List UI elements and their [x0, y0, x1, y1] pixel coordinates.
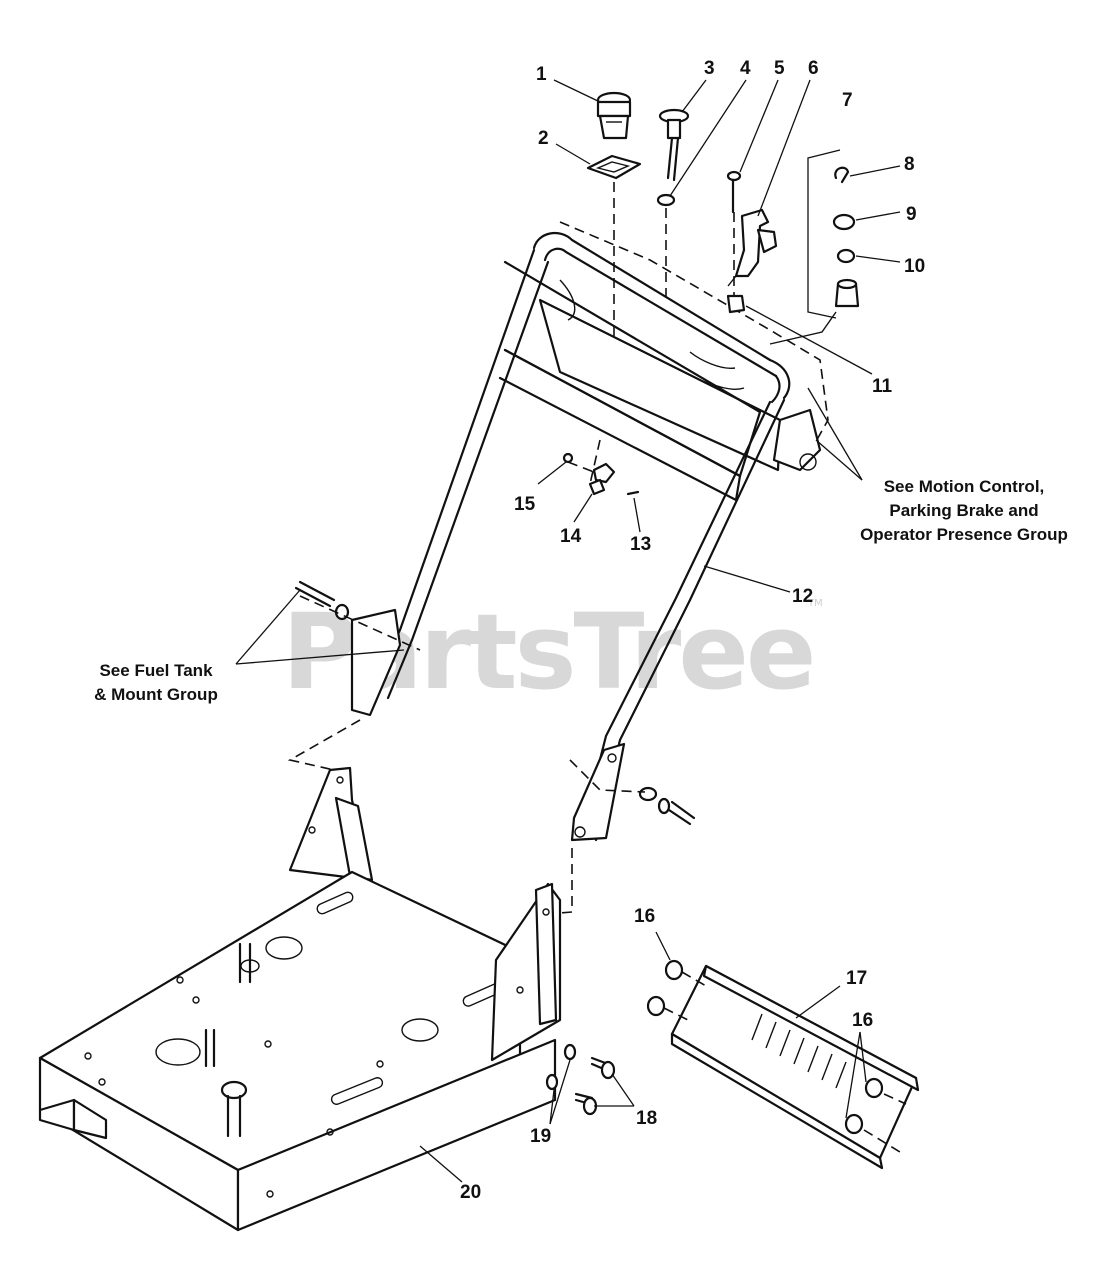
part-18-bolts	[574, 1056, 616, 1116]
callout-15: 15	[514, 494, 536, 515]
part-14-bracket	[588, 462, 616, 496]
note-motion-control: See Motion Control, Parking Brake and Op…	[860, 477, 1068, 544]
callout-14: 14	[560, 526, 582, 547]
note-fuel-tank-line-1: See Fuel Tank	[99, 661, 213, 680]
callout-18: 18	[636, 1108, 657, 1129]
callout-8: 8	[904, 154, 915, 175]
callout-9: 9	[906, 204, 917, 225]
callout-16-top: 16	[634, 906, 655, 927]
note-motion-control-line-1: See Motion Control,	[884, 477, 1045, 496]
callout-labels: 1 2 3 4 5 6 7 8 9 10 11 12 13 14 15 16 1…	[460, 58, 925, 1203]
callout-4: 4	[740, 58, 751, 79]
fuel-tank-bolt	[294, 580, 421, 651]
part-7-group	[769, 149, 841, 345]
part-15-washer	[562, 452, 574, 464]
part-13-screw	[626, 490, 640, 496]
callout-3: 3	[704, 58, 715, 79]
part-19-washers	[545, 1043, 577, 1091]
callout-10: 10	[904, 256, 925, 277]
part-10-bushing	[836, 248, 856, 264]
callout-13: 13	[630, 534, 651, 555]
part-5-bolt	[726, 170, 742, 214]
callout-20: 20	[460, 1182, 481, 1203]
note-fuel-tank-line-2: & Mount Group	[94, 685, 218, 704]
part-8-clip	[834, 166, 850, 184]
part-1-switch	[596, 91, 632, 140]
part-9-washer	[832, 213, 856, 231]
handle-bolt-lower	[569, 759, 696, 826]
callout-19: 19	[530, 1126, 551, 1147]
callout-1: 1	[536, 64, 547, 85]
callout-5: 5	[774, 58, 785, 79]
callout-12: 12	[792, 586, 813, 607]
note-fuel-tank: See Fuel Tank & Mount Group	[94, 661, 218, 704]
callout-16-right: 16	[852, 1010, 873, 1031]
part-16-bumpers	[646, 959, 907, 1153]
watermark-tm: TM	[807, 598, 823, 609]
part-11-nut	[726, 294, 746, 314]
callout-2: 2	[538, 128, 549, 149]
callout-7: 7	[842, 90, 853, 111]
part-2-pad	[586, 154, 642, 180]
callout-6: 6	[808, 58, 819, 79]
handle-frame	[350, 221, 829, 842]
part-17-step-plate	[670, 964, 920, 1170]
leader-lines	[235, 79, 901, 1183]
part-4-washer	[656, 193, 676, 207]
part-6-lever	[727, 208, 778, 287]
note-motion-control-line-3: Operator Presence Group	[860, 525, 1068, 544]
callout-17: 17	[846, 968, 867, 989]
assembly-lines-upper	[567, 182, 735, 485]
part-3-knob	[658, 108, 690, 182]
part-20-base-frame	[38, 766, 562, 1232]
note-motion-control-line-2: Parking Brake and	[889, 501, 1038, 520]
callout-11: 11	[872, 376, 893, 397]
part-10-knob-cap	[834, 278, 860, 308]
